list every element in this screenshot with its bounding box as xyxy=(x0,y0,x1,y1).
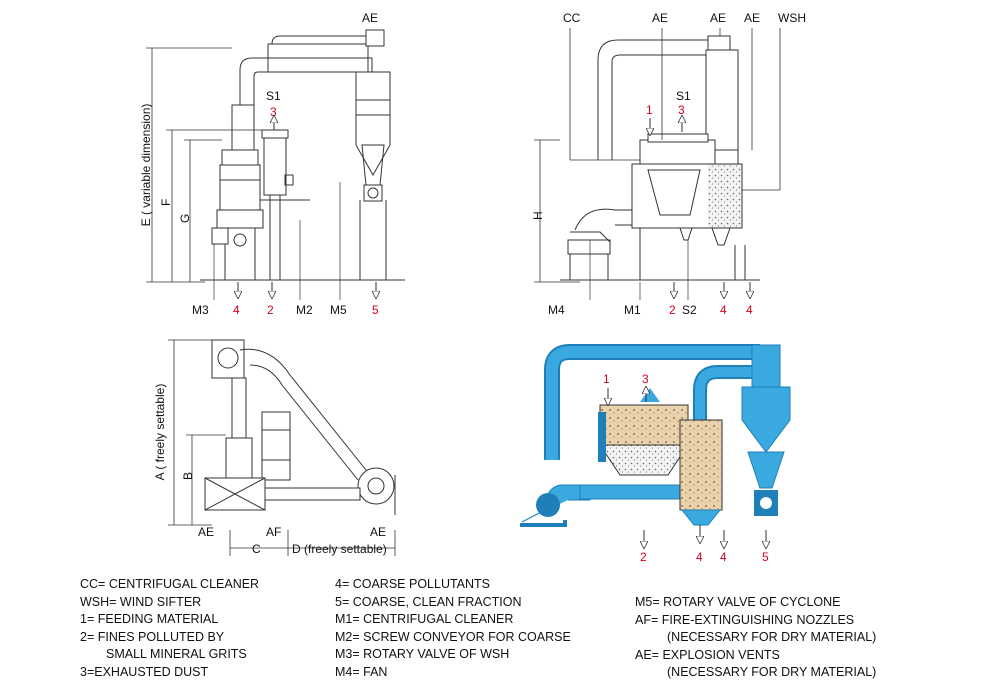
view-side-elevation xyxy=(200,29,405,281)
v1-m5-label: M5 xyxy=(330,303,347,317)
v4-out-5: 5 xyxy=(762,550,769,564)
v1-m2-label: M2 xyxy=(296,303,313,317)
v2-ae-label-2: AE xyxy=(710,11,726,25)
legend-af-cont: (NECESSARY FOR DRY MATERIAL) xyxy=(667,630,877,644)
legend-column-1: CC= CENTRIFUGAL CLEANER WSH= WIND SIFTER… xyxy=(80,576,259,681)
legend-1: 1= FEEDING MATERIAL xyxy=(80,612,219,626)
legend-column-3: M5= ROTARY VALVE OF CYCLONE AF= FIRE-EXT… xyxy=(635,594,876,682)
v4-out-4b: 4 xyxy=(720,550,727,564)
dim-g-label: G xyxy=(178,214,192,223)
v2-out-3: 3 xyxy=(678,103,685,117)
v4-out-4a: 4 xyxy=(696,550,703,564)
view3-dimensions xyxy=(168,339,396,556)
view-3d-render xyxy=(520,344,791,527)
dim-f-label: F xyxy=(159,199,173,206)
legend-m4: M4= FAN xyxy=(335,664,388,679)
v1-s1-label: S1 xyxy=(266,89,281,103)
legend-m1: M1= CENTRIFUGAL CLEANER xyxy=(335,612,514,626)
v1-bottom-labels: M3 4 2 M2 M5 5 xyxy=(192,182,379,317)
v1-out-2: 2 xyxy=(267,303,274,317)
view-front-elevation xyxy=(560,35,760,281)
legend-4: 4= COARSE POLLUTANTS xyxy=(335,577,491,591)
dim-h-label: H xyxy=(531,211,545,220)
v2-out-4b: 4 xyxy=(746,303,753,317)
legend-cc: CC= CENTRIFUGAL CLEANER xyxy=(80,577,260,591)
view1-dimensions xyxy=(146,47,262,283)
legend-ae: AE= EXPLOSION VENTS xyxy=(635,647,780,662)
v2-in-1: 1 xyxy=(646,103,653,117)
view-plan xyxy=(204,339,396,515)
dim-d-label: D (freely settable) xyxy=(292,542,387,556)
legend-3: 3=EXHAUSTED DUST xyxy=(80,664,209,679)
v1-m3-label: M3 xyxy=(192,303,209,317)
v2-s1-label: S1 xyxy=(676,89,691,103)
dim-b-label: B xyxy=(181,472,195,480)
v3-ae-label-1: AE xyxy=(198,525,214,539)
v1-out-3: 3 xyxy=(270,105,277,119)
view2-dimensions xyxy=(534,28,781,283)
v2-ae-label-1: AE xyxy=(652,11,668,25)
dim-c-label: C xyxy=(252,542,261,556)
legend-af: AF= FIRE-EXTINGUISHING NOZZLES xyxy=(635,612,855,627)
legend-m2: M2= SCREW CONVEYOR FOR COARSE xyxy=(335,629,571,644)
dim-a-label: A ( freely settable) xyxy=(153,384,167,481)
v1-out-4: 4 xyxy=(233,303,240,317)
v2-s2-label: S2 xyxy=(682,303,697,317)
legend-2-cont: SMALL MINERAL GRITS xyxy=(106,647,247,661)
v4-out-3: 3 xyxy=(642,372,649,386)
legend-m5: M5= ROTARY VALVE OF CYCLONE xyxy=(635,595,841,609)
legend-2: 2= FINES POLLUTED BY xyxy=(80,629,225,644)
v2-m1-label: M1 xyxy=(624,303,641,317)
v2-out-2: 2 xyxy=(669,303,676,317)
v3-af-label: AF xyxy=(266,525,281,539)
v2-m4-label: M4 xyxy=(548,303,565,317)
legend-m3: M3= ROTARY VALVE OF WSH xyxy=(335,647,510,661)
legend-5: 5= COARSE, CLEAN FRACTION xyxy=(335,594,522,609)
v2-cc-label: CC xyxy=(563,11,581,25)
v2-out-4a: 4 xyxy=(720,303,727,317)
v2-bottom-labels: M4 M1 2 S2 4 4 xyxy=(548,240,753,317)
v4-in-1: 1 xyxy=(603,372,610,386)
v2-wsh-label: WSH xyxy=(778,11,806,25)
v1-out-5: 5 xyxy=(372,303,379,317)
v1-ae-label: AE xyxy=(362,11,378,25)
v4-flow-labels: 1 3 2 4 4 5 xyxy=(603,372,769,564)
v4-out-2: 2 xyxy=(640,550,647,564)
legend-wsh: WSH= WIND SIFTER xyxy=(80,594,202,609)
v3-ae-label-2: AE xyxy=(370,525,386,539)
legend-column-2: 4= COARSE POLLUTANTS 5= COARSE, CLEAN FR… xyxy=(335,576,571,681)
v2-ae-label-3: AE xyxy=(744,11,760,25)
dim-e-label: E ( variable dimension) xyxy=(139,104,153,227)
legend-ae-cont: (NECESSARY FOR DRY MATERIAL) xyxy=(667,665,877,679)
